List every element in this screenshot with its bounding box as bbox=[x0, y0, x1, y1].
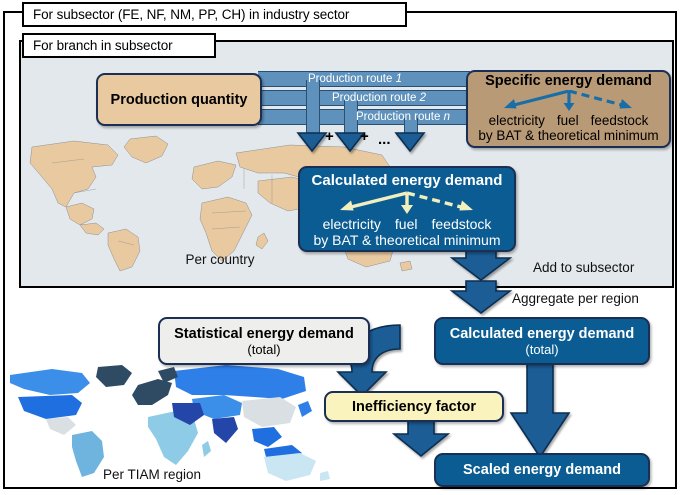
box-inefficiency-factor-title: Inefficiency factor bbox=[351, 398, 477, 415]
calculated-energy-demand-items: electricity fuel feedstock bbox=[323, 216, 492, 232]
route-label-1: Production route 1 bbox=[308, 73, 402, 85]
route-stem-1 bbox=[306, 80, 320, 142]
box-statistical-energy-demand-title: Statistical energy demand bbox=[174, 325, 354, 342]
box-calculated-energy-demand-title: Calculated energy demand bbox=[311, 171, 503, 189]
item-feedstock: feedstock bbox=[590, 113, 649, 128]
specific-energy-demand-splitter-arrows bbox=[503, 90, 632, 111]
map-caption-per-country: Per country bbox=[185, 252, 255, 267]
route-stem-2 bbox=[344, 99, 358, 142]
box-inefficiency-factor[interactable]: Inefficiency factor bbox=[324, 391, 504, 422]
item-feedstock: feedstock bbox=[431, 215, 492, 232]
box-production-quantity-title: Production quantity bbox=[110, 91, 248, 108]
box-calculated-energy-demand-total-title: Calculated energy demand bbox=[449, 325, 635, 342]
plus-operator-2: + bbox=[360, 128, 369, 145]
plus-operator-1: + bbox=[325, 128, 334, 145]
calculated-energy-demand-splitter-arrows bbox=[340, 190, 473, 214]
specific-energy-demand-items: electricity fuel feedstock bbox=[489, 113, 649, 128]
box-scaled-energy-demand[interactable]: Scaled energy demand bbox=[434, 453, 650, 487]
calculated-energy-demand-note: by BAT & theoretical minimum bbox=[313, 231, 501, 248]
box-statistical-energy-demand[interactable]: Statistical energy demand (total) bbox=[158, 317, 370, 365]
loop-label-subsector: For subsector (FE, NF, NM, PP, CH) in in… bbox=[22, 2, 407, 27]
box-calculated-energy-demand-total-subtitle: (total) bbox=[525, 341, 559, 357]
item-electricity: electricity bbox=[488, 113, 545, 128]
specific-energy-demand-note: by BAT & theoretical minimum bbox=[478, 128, 659, 143]
box-specific-energy-demand-title: Specific energy demand bbox=[485, 73, 652, 89]
loop-label-branch: For branch in subsector bbox=[22, 33, 216, 58]
box-calculated-energy-demand[interactable]: Calculated energy demand electricity fue… bbox=[298, 166, 516, 252]
item-fuel: fuel bbox=[556, 113, 579, 128]
world-map-per-tiam-region bbox=[6, 365, 336, 485]
flow-label-aggregate-per-region: Aggregate per region bbox=[512, 291, 639, 306]
flow-label-add-to-subsector: Add to subsector bbox=[533, 260, 635, 275]
map-caption-per-tiam-region: Per TIAM region bbox=[102, 467, 202, 482]
ellipsis-operator: ... bbox=[378, 131, 391, 148]
box-scaled-energy-demand-title: Scaled energy demand bbox=[463, 462, 621, 478]
world-map-tiam-svg bbox=[6, 365, 336, 485]
box-production-quantity[interactable]: Production quantity bbox=[96, 73, 262, 126]
route-label-2: Production route 2 bbox=[332, 92, 426, 104]
route-label-3: Production route n bbox=[356, 111, 450, 123]
box-statistical-energy-demand-subtitle: (total) bbox=[247, 341, 281, 357]
item-electricity: electricity bbox=[322, 215, 381, 232]
box-calculated-energy-demand-total[interactable]: Calculated energy demand (total) bbox=[434, 317, 650, 365]
box-specific-energy-demand[interactable]: Specific energy demand electricity fuel … bbox=[466, 70, 671, 148]
item-fuel: fuel bbox=[394, 215, 418, 232]
